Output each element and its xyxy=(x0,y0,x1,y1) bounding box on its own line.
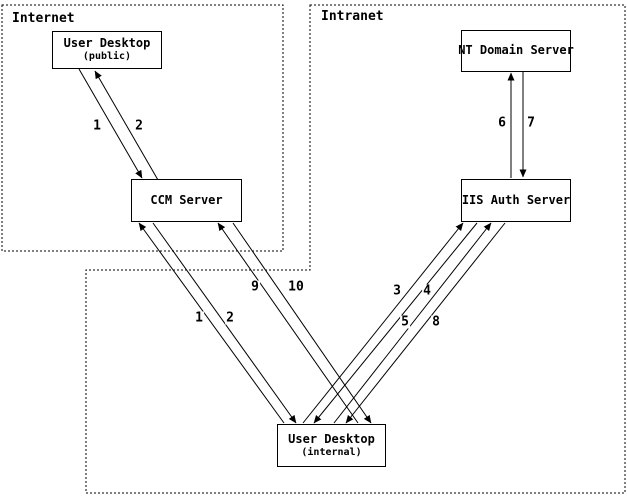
node-iis-auth-server: IIS Auth Server xyxy=(461,179,571,222)
arrow-step2-ccm-to-internal-desktop xyxy=(152,222,297,424)
internet-boundary xyxy=(1,4,284,252)
arrow-step2-ccm-to-public-desktop xyxy=(94,70,159,181)
flow-step-label: 3 xyxy=(392,283,402,299)
node-user-desktop-internal: User Desktop (internal) xyxy=(277,424,386,467)
flow-step-label: 1 xyxy=(92,118,102,134)
arrow-step4-iis-to-internal-desktop xyxy=(313,222,478,424)
intranet-boundary xyxy=(85,4,626,494)
node-title: User Desktop xyxy=(288,431,375,446)
arrow-step1-internal-desktop-to-ccm xyxy=(138,222,285,424)
flow-step-label: 10 xyxy=(287,279,305,295)
node-ccm-server: CCM Server xyxy=(131,179,242,222)
arrow-step10-ccm-to-internal-desktop xyxy=(232,222,372,424)
intranet-region-label: Intranet xyxy=(321,9,384,24)
node-user-desktop-public: User Desktop (public) xyxy=(52,31,162,69)
node-subtitle: (internal) xyxy=(301,446,362,458)
flow-step-label: 2 xyxy=(134,118,144,134)
flow-step-label: 4 xyxy=(422,283,432,299)
arrow-step3-internal-desktop-to-iis xyxy=(302,222,464,424)
node-title: User Desktop xyxy=(63,36,151,51)
flow-step-label: 2 xyxy=(225,310,235,326)
flow-step-label: 6 xyxy=(497,115,507,131)
internet-region-label: Internet xyxy=(12,11,75,26)
node-title: IIS Auth Server xyxy=(461,192,571,207)
arrow-step9-internal-desktop-to-ccm xyxy=(217,222,359,424)
flow-step-label: 9 xyxy=(250,279,260,295)
flow-step-label: 5 xyxy=(400,314,410,330)
arrow-step5-internal-desktop-to-iis xyxy=(333,222,492,424)
flow-step-label: 7 xyxy=(526,115,536,131)
flow-step-label: 8 xyxy=(431,314,441,330)
arrow-step8-iis-to-internal-desktop xyxy=(345,222,506,424)
node-nt-domain-server: NT Domain Server xyxy=(458,30,574,72)
node-subtitle: (public) xyxy=(82,51,132,63)
node-title: NT Domain Server xyxy=(458,43,574,58)
flow-step-label: 1 xyxy=(194,310,204,326)
arrow-step1-public-desktop-to-ccm xyxy=(78,68,143,179)
node-title: CCM Server xyxy=(150,192,223,207)
